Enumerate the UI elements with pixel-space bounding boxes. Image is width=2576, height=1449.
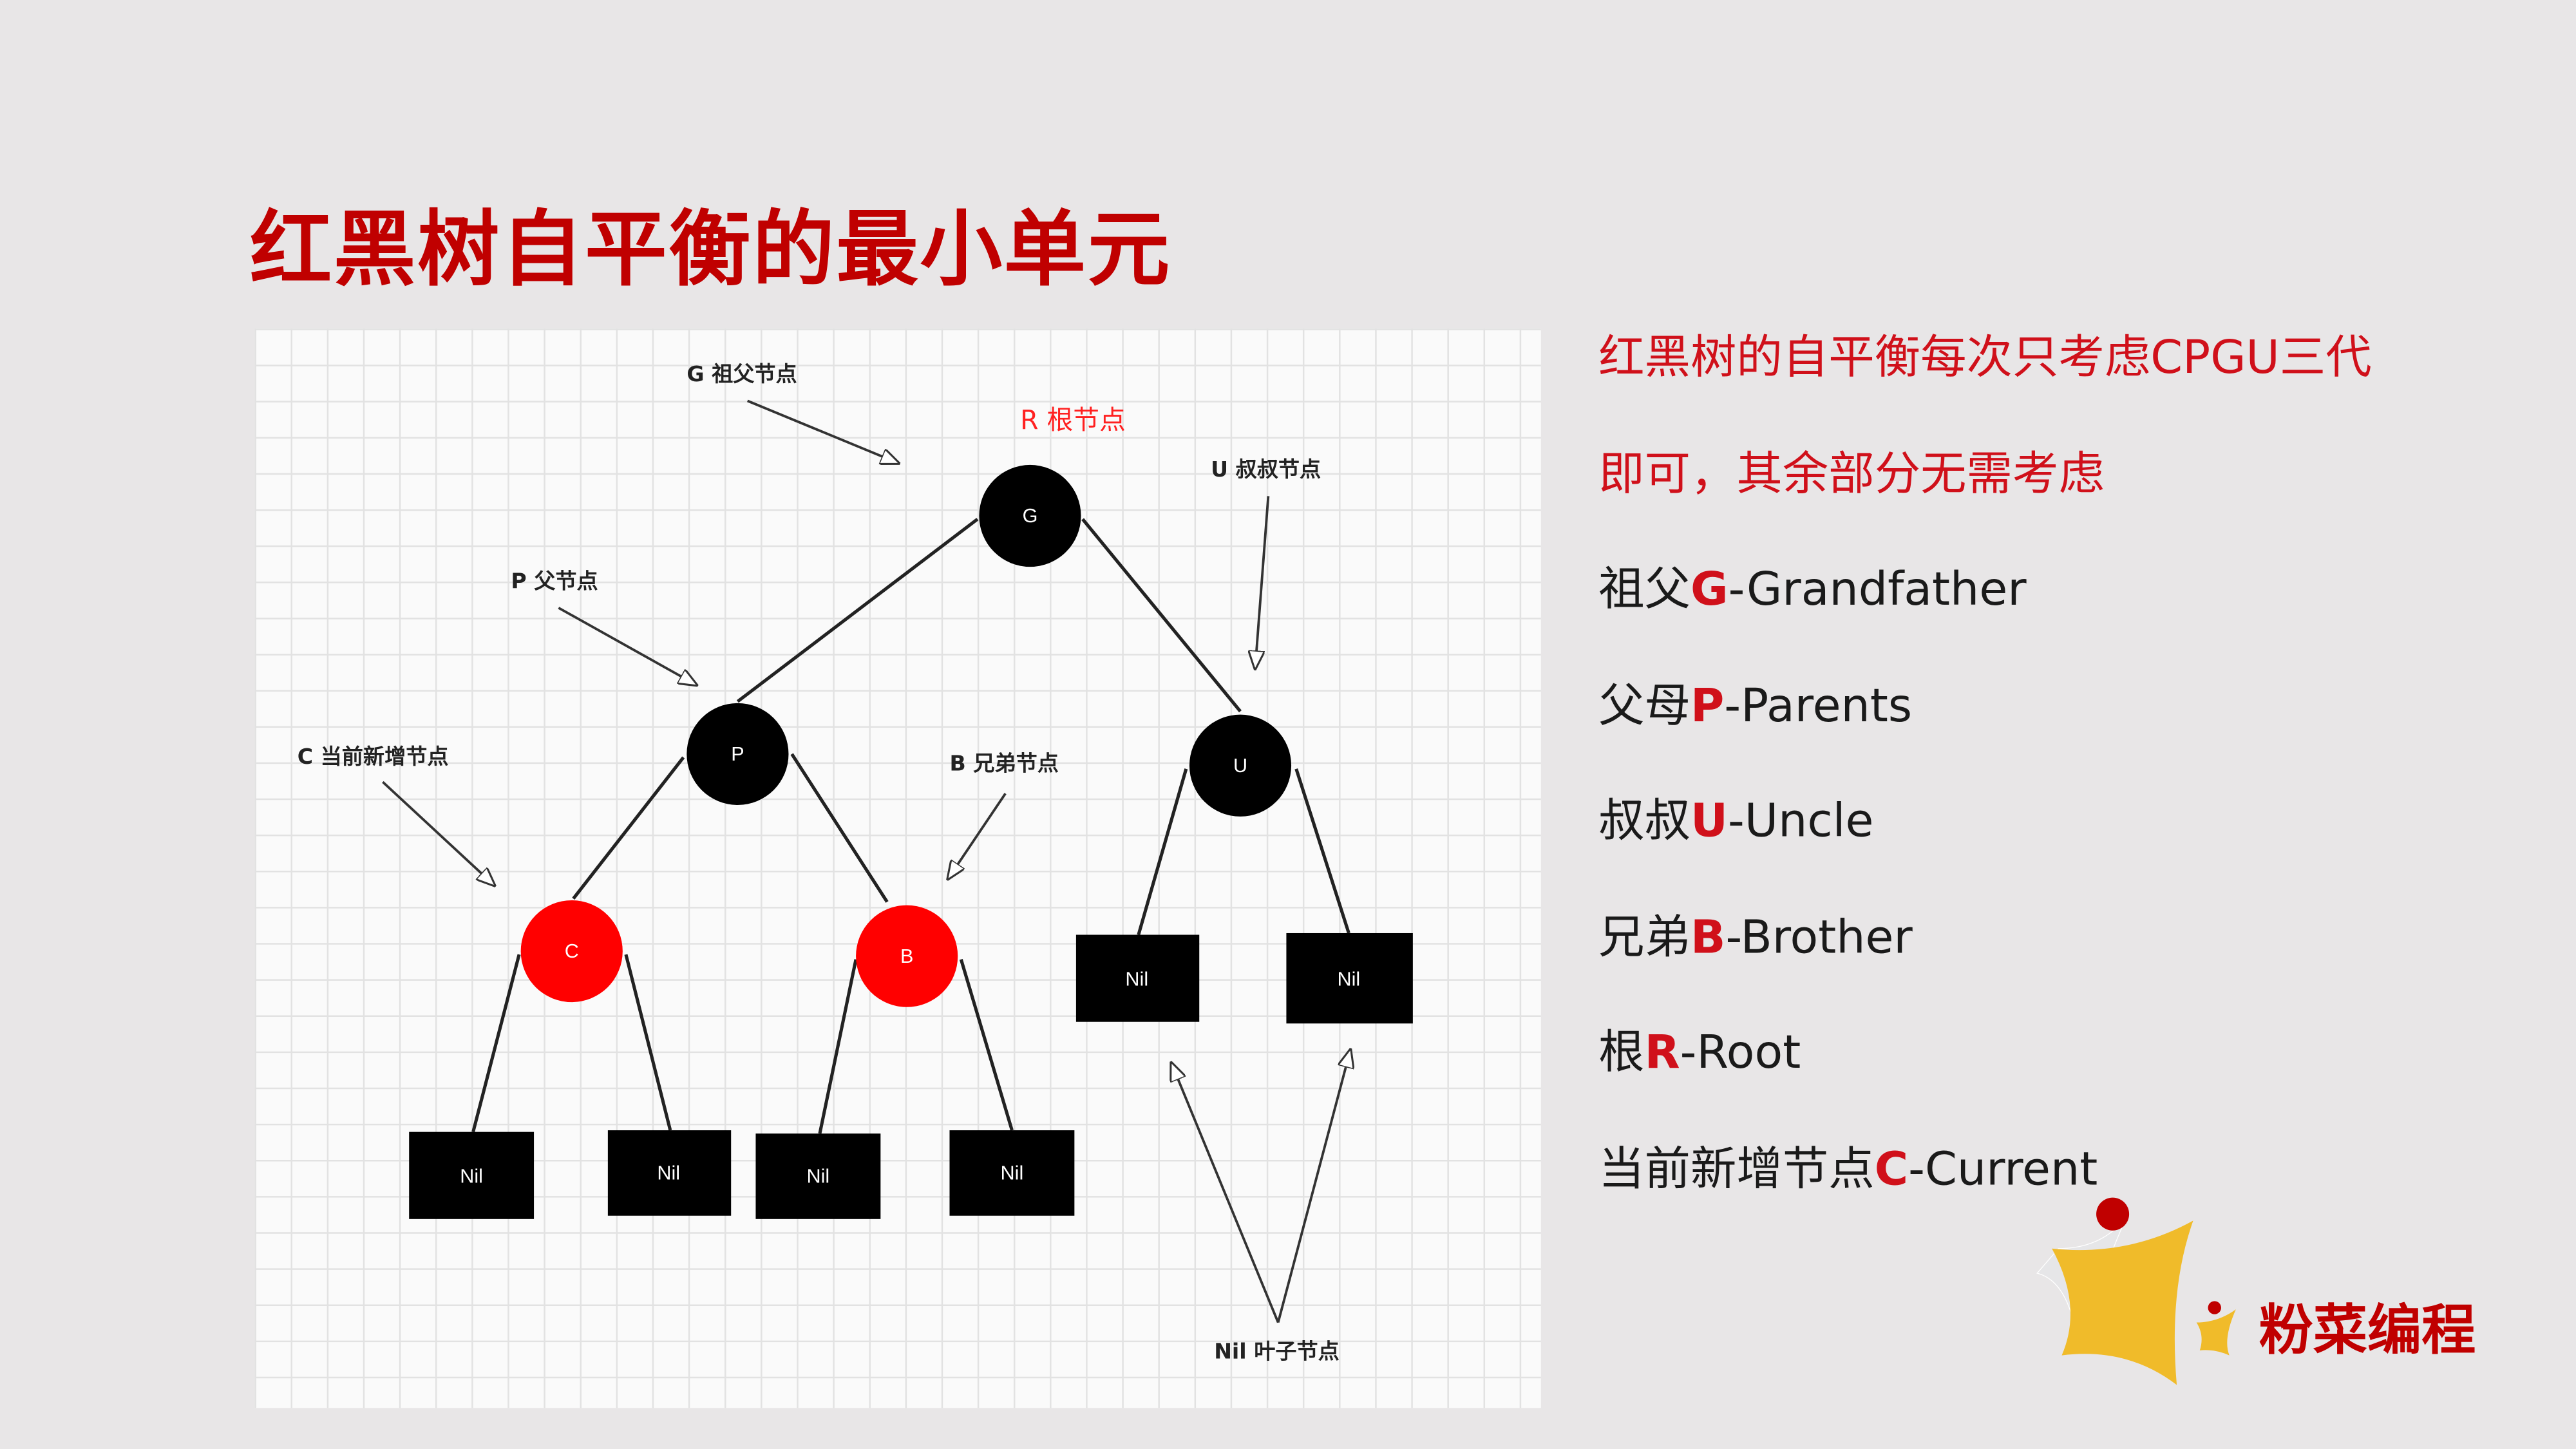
arrow-c <box>382 781 494 886</box>
edge-p-c <box>572 756 685 900</box>
edge-c-nil <box>624 954 672 1131</box>
legend-cn: 叔叔 <box>1598 793 1691 848</box>
edge-b-nil <box>818 959 858 1134</box>
legend-item-current: 当前新增节点C-Current <box>1598 1133 2372 1249</box>
legend-key: P <box>1690 677 1725 732</box>
nil-leaf-label: Nil <box>1125 969 1148 990</box>
legend-en: -Parents <box>1724 677 1913 732</box>
arrow-nil-right <box>1276 1050 1350 1323</box>
label-parent: P 父节点 <box>511 568 598 593</box>
edge-g-p <box>736 518 979 703</box>
intro-line-1: 红黑树的自平衡每次只考虑CPGU三代 <box>1598 330 2372 384</box>
nil-leaf <box>1286 933 1413 1024</box>
legend-item-brother: 兄弟B-Brother <box>1598 901 2372 1017</box>
pointer-arrows <box>382 399 1350 1323</box>
node-p-label: P <box>731 743 744 765</box>
node-b <box>856 905 958 1007</box>
edge-u-nil <box>1294 768 1350 934</box>
nil-leaf-label: Nil <box>1338 969 1361 990</box>
node-c-label: C <box>565 940 579 962</box>
red-black-tree-diagram: G P U C B Nil Nil Nil Nil Nil <box>254 328 1541 1408</box>
nil-leaf-label: Nil <box>807 1166 830 1188</box>
edge-c-nil <box>471 954 521 1133</box>
label-nil-leaf: Nil 叶子节点 <box>1214 1339 1340 1364</box>
legend-en: -Current <box>1908 1141 2098 1195</box>
logo-mark-icon: 粉菜编程 <box>2036 1197 2476 1385</box>
label-grandfather: G 祖父节点 <box>687 361 797 386</box>
arrow-g <box>746 399 899 463</box>
arrow-p <box>558 607 696 685</box>
node-u-label: U <box>1233 755 1247 777</box>
legend-key: G <box>1690 562 1728 616</box>
explanation-list: 红黑树的自平衡每次只考虑CPGU三代 即可，其余部分无需考虑 祖父G-Grand… <box>1598 322 2372 1249</box>
legend-cn: 根 <box>1598 1025 1645 1080</box>
legend-cn: 当前新增节点 <box>1598 1141 1875 1195</box>
arrow-b <box>948 793 1007 879</box>
legend-item-parents: 父母P-Parents <box>1598 670 2372 786</box>
node-g-label: G <box>1023 505 1038 527</box>
node-g <box>979 464 1081 567</box>
tree-svg: G P U C B Nil Nil Nil Nil Nil <box>298 361 1413 1364</box>
legend-cn: 祖父 <box>1598 562 1691 616</box>
node-p <box>687 703 789 805</box>
arrow-u <box>1255 496 1270 668</box>
intro-line-2: 即可，其余部分无需考虑 <box>1598 446 2105 500</box>
edge-u-nil <box>1137 768 1188 936</box>
nil-leaf <box>1075 934 1200 1022</box>
node-u <box>1189 714 1292 817</box>
node-b-label: B <box>900 945 913 967</box>
label-current: C 当前新增节点 <box>298 744 449 769</box>
label-uncle: U 叔叔节点 <box>1211 457 1321 482</box>
page-title: 红黑树自平衡的最小单元 <box>249 202 1171 298</box>
legend-key: B <box>1690 909 1726 964</box>
legend-key: C <box>1874 1141 1909 1195</box>
edge-b-nil <box>959 959 1014 1131</box>
edge-p-b <box>790 753 889 903</box>
nil-leaf-label: Nil <box>460 1166 483 1188</box>
nil-leaf-label: Nil <box>657 1162 680 1184</box>
edge-g-u <box>1081 518 1242 713</box>
nil-leaf-label: Nil <box>1001 1162 1024 1184</box>
legend-en: -Uncle <box>1728 793 1874 848</box>
legend-en: -Root <box>1680 1025 1801 1080</box>
brand-logo: 粉菜编程 <box>2029 1191 2521 1403</box>
label-brother: B 兄弟节点 <box>949 750 1058 775</box>
legend-en: -Grandfather <box>1728 562 2027 616</box>
legend-key: R <box>1644 1025 1680 1080</box>
logo-text: 粉菜编程 <box>2259 1298 2476 1361</box>
legend-en: -Brother <box>1725 909 1913 964</box>
tree-edges <box>471 518 1350 1134</box>
legend-cn: 兄弟 <box>1598 909 1691 964</box>
arrow-nil-left <box>1171 1063 1280 1323</box>
nil-leaf <box>607 1130 732 1216</box>
nil-leaf <box>755 1133 881 1219</box>
nil-leaf <box>949 1130 1075 1216</box>
legend-item-uncle: 叔叔U-Uncle <box>1598 785 2372 901</box>
legend-cn: 父母 <box>1598 677 1691 732</box>
legend-key: U <box>1690 793 1728 848</box>
legend-item-root: 根R-Root <box>1598 1017 2372 1133</box>
nil-leaf <box>409 1132 535 1219</box>
node-c <box>520 900 623 1003</box>
legend-item-grandfather: 祖父G-Grandfather <box>1598 554 2372 670</box>
label-root: R 根节点 <box>1020 404 1126 435</box>
